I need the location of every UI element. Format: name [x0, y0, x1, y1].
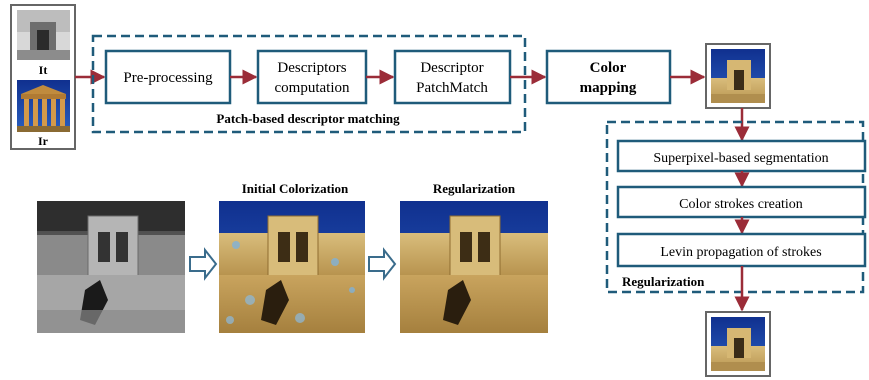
- target-image-label: It: [39, 63, 48, 77]
- reference-image-label: Ir: [38, 134, 49, 148]
- segmentation-label: Superpixel-based segmentation: [653, 151, 828, 166]
- hollow-arrow-to-regularized: [368, 247, 397, 281]
- levin-label: Levin propagation of strokes: [660, 245, 821, 260]
- patchmatch-label-line1: Descriptor: [420, 60, 483, 76]
- matching-group-label: Patch-based descriptor matching: [216, 111, 400, 126]
- matching-group-border: [91, 34, 527, 134]
- colormapping-result-thumbnail: [705, 43, 771, 109]
- preprocessing-label: Pre-processing: [123, 70, 213, 86]
- regularization-group-label: Regularization: [622, 274, 705, 289]
- descriptor-patchmatch-box: Descriptor PatchMatch: [393, 49, 512, 105]
- grayscale-example-image: [37, 201, 185, 333]
- descriptors-label-line1: Descriptors: [277, 60, 346, 76]
- hollow-arrow-to-initial: [189, 247, 218, 281]
- color-mapping-label-line2: mapping: [580, 80, 637, 96]
- input-images-panel: It Ir: [10, 4, 76, 150]
- descriptors-computation-box: Descriptors computation: [256, 49, 368, 105]
- descriptors-label-line2: computation: [275, 80, 350, 96]
- target-image-thumbnail: [17, 10, 70, 60]
- levin-box: Levin propagation of strokes: [616, 232, 867, 268]
- initial-colorization-title: Initial Colorization: [242, 181, 349, 196]
- regularization-title: Regularization: [433, 181, 516, 196]
- patchmatch-label-line2: PatchMatch: [416, 80, 488, 96]
- initial-colorization-image: [219, 201, 365, 333]
- color-mapping-box: Color mapping: [545, 49, 672, 105]
- segmentation-box: Superpixel-based segmentation: [616, 139, 867, 173]
- final-result-thumbnail: [705, 311, 771, 377]
- preprocessing-box: Pre-processing: [104, 49, 232, 105]
- color-mapping-label-line1: Color: [590, 60, 627, 76]
- reference-image-thumbnail: [17, 80, 70, 132]
- strokes-box: Color strokes creation: [616, 185, 867, 219]
- regularized-example-image: [400, 201, 548, 333]
- strokes-label: Color strokes creation: [679, 197, 803, 212]
